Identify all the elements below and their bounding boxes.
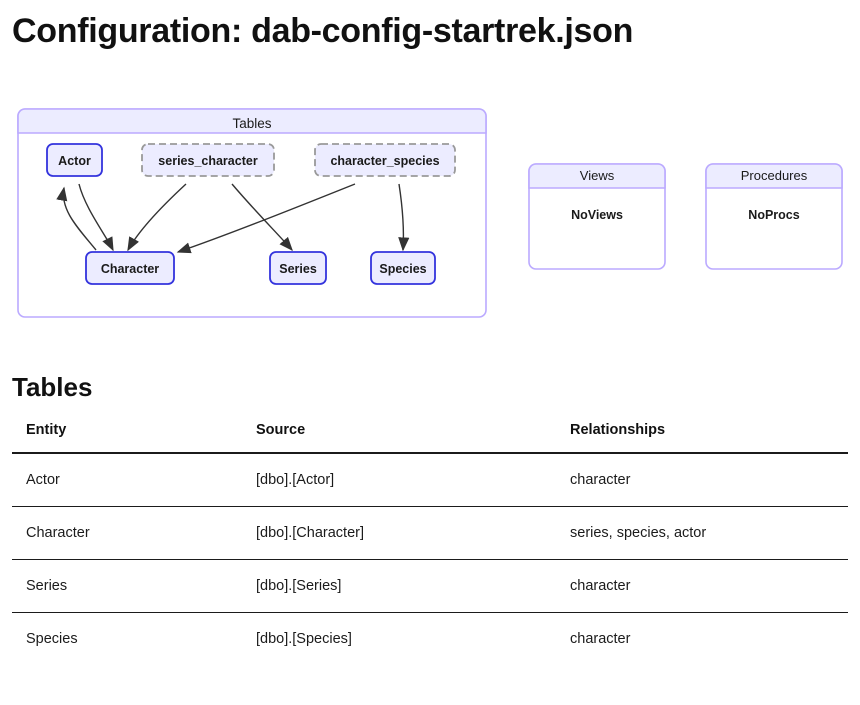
- cell-relationships: character: [570, 631, 631, 647]
- cell-source: [dbo].[Series]: [242, 559, 556, 613]
- cell-relationships: series, species, actor: [556, 506, 848, 560]
- diagram-node-series-character-label: series_character: [158, 154, 258, 168]
- table-row: Actor [dbo].[Actor] character: [12, 453, 848, 507]
- column-header-source: Source: [242, 422, 556, 454]
- diagram-node-actor[interactable]: Actor: [46, 143, 103, 177]
- diagram-node-character-species-box: [314, 143, 456, 177]
- cell-entity: Series: [12, 559, 242, 613]
- entities-table-wrapper: Entity Source Relationships Actor [dbo].…: [12, 422, 848, 665]
- diagram-node-species-label: Species: [379, 262, 426, 276]
- cell-entity: Species: [26, 631, 78, 647]
- cluster-tables-title: Tables: [232, 116, 271, 131]
- diagram-node-character[interactable]: Character: [85, 251, 175, 285]
- cell-relationships: character: [556, 453, 848, 507]
- diagram-node-noprocs-label: NoProcs: [748, 208, 799, 222]
- cluster-tables-titlebar: [17, 108, 487, 134]
- cluster-procedures: Procedures NoProcs: [705, 163, 843, 270]
- edge-series-character-to-character: [127, 183, 187, 252]
- edge-series-character-to-series: [231, 183, 293, 252]
- column-header-entity: Entity: [12, 422, 242, 454]
- diagram-node-series[interactable]: Series: [269, 251, 327, 285]
- cell-entity: Character: [12, 506, 242, 560]
- cluster-procedures-titlebar: [705, 163, 843, 189]
- cluster-views-title: Views: [580, 168, 615, 183]
- diagram-node-series-character[interactable]: series_character: [141, 143, 275, 177]
- cell-source: [dbo].[Character]: [242, 506, 556, 560]
- cluster-procedures-title: Procedures: [741, 168, 808, 183]
- diagram-node-series-label: Series: [279, 262, 317, 276]
- entities-table-head: Entity Source Relationships: [12, 422, 848, 454]
- diagram-node-species[interactable]: Species: [370, 251, 436, 285]
- entities-table: Entity Source Relationships Actor [dbo].…: [12, 422, 848, 665]
- column-header-relationships: Relationships: [556, 422, 848, 454]
- diagram-node-series-character-box: [141, 143, 275, 177]
- cell-relationships: character: [556, 559, 848, 613]
- diagram-node-actor-label: Actor: [58, 154, 91, 168]
- diagram-node-character-box: [85, 251, 175, 285]
- edge-character-species-to-character: [176, 183, 356, 254]
- cluster-views: Views NoViews: [528, 163, 666, 270]
- table-row: Series [dbo].[Series] character: [12, 559, 848, 613]
- mermaid-diagram-svg: Tables Actor series_character: [17, 108, 843, 318]
- edge-character-to-actor: [56, 186, 97, 251]
- edge-character-species-to-species: [398, 183, 410, 252]
- diagram-node-actor-box: [46, 143, 103, 177]
- table-row: Character [dbo].[Character] series, spec…: [12, 506, 848, 560]
- cell-source: [dbo].[Actor]: [242, 453, 556, 507]
- cell-source: [dbo].[Species]: [256, 631, 352, 647]
- cluster-views-titlebar: [528, 163, 666, 189]
- entities-table-body: Actor [dbo].[Actor] character Character …: [12, 453, 848, 665]
- cluster-tables: Tables: [17, 108, 487, 318]
- diagram-node-species-box: [370, 251, 436, 285]
- diagram-node-noviews-label: NoViews: [571, 208, 623, 222]
- diagram-edges: [56, 183, 410, 254]
- diagram-node-character-label: Character: [101, 262, 159, 276]
- cell-entity: Actor: [12, 453, 242, 507]
- configuration-diagram: Tables Actor series_character: [0, 100, 860, 330]
- edge-actor-to-character: [78, 183, 114, 252]
- tables-section-heading: Tables: [12, 372, 93, 402]
- table-header-row: Entity Source Relationships: [12, 422, 848, 454]
- diagram-node-character-species-label: character_species: [330, 154, 439, 168]
- diagram-node-series-box: [269, 251, 327, 285]
- diagram-node-character-species[interactable]: character_species: [314, 143, 456, 177]
- table-row: Species [dbo].[Species] character: [12, 613, 848, 666]
- cluster-tables-body: [17, 108, 487, 318]
- page-title: Configuration: dab-config-startrek.json: [12, 12, 634, 50]
